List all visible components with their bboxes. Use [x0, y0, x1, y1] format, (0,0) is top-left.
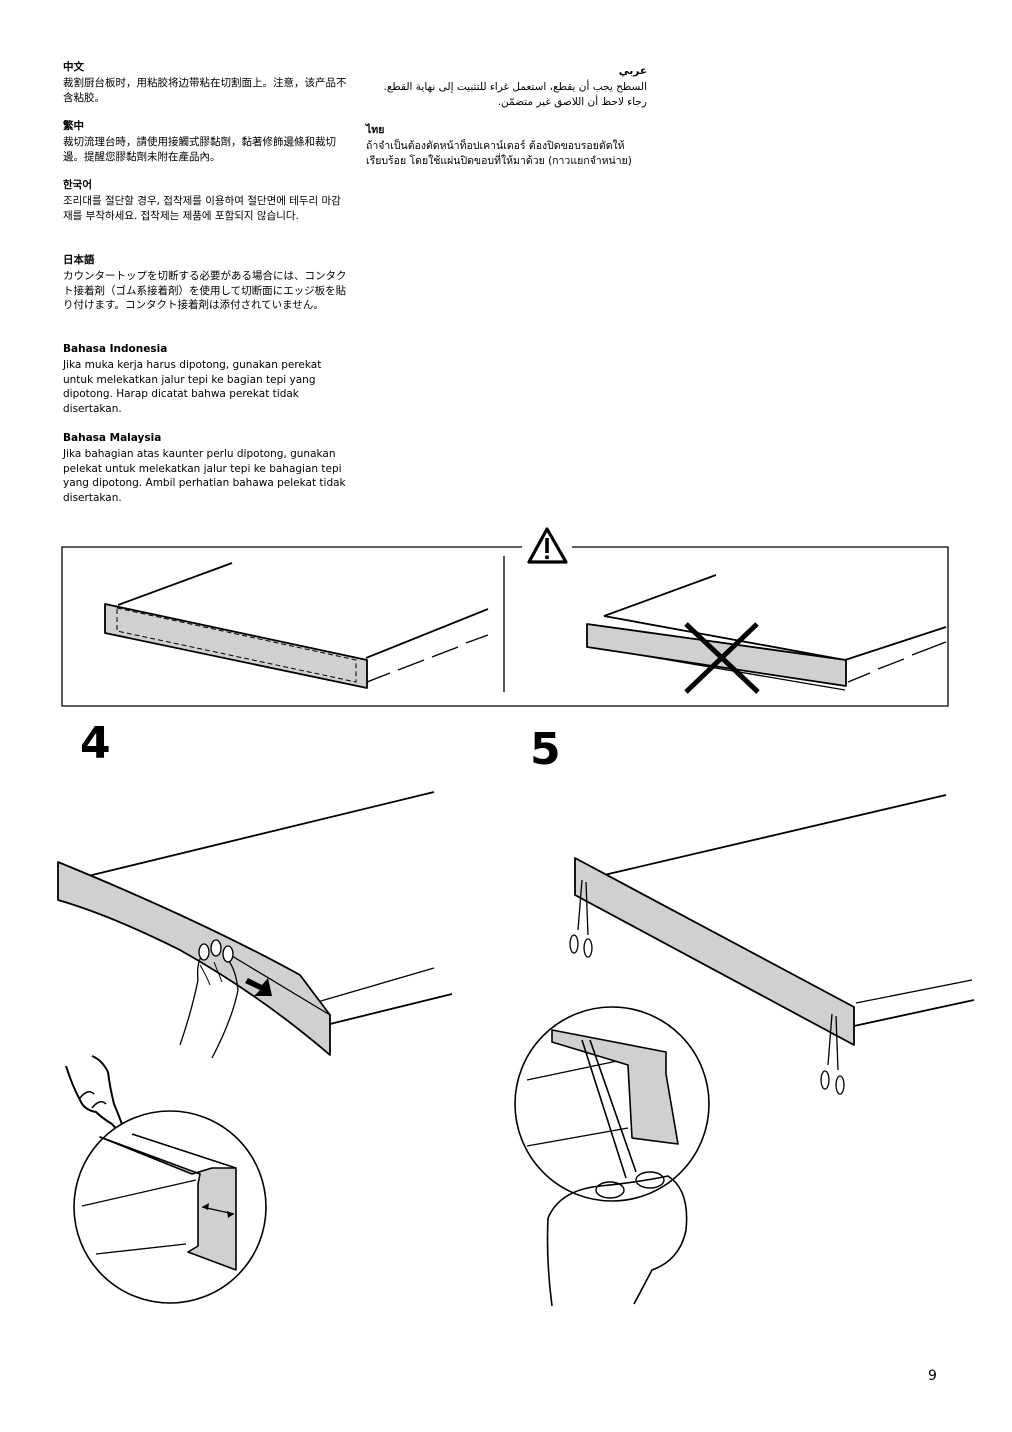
language-heading: Bahasa Indonesia [63, 343, 168, 355]
language-heading: 中文 [63, 61, 84, 73]
language-heading: Bahasa Malaysia [63, 432, 162, 444]
correct-edge-strip-illustration [104, 562, 489, 689]
step-4-illustration [57, 791, 453, 1056]
instruction-block-zh-tw: 繁中 裁切流理台時，請使用接觸式膠黏劑，黏著修飾邊條和裁切邊。提醒您膠黏劑未附在… [63, 119, 348, 164]
instruction-text: Jika bahagian atas kaunter perlu dipoton… [63, 448, 346, 504]
scissors-icon [569, 879, 593, 958]
instruction-text: 裁割厨台板时，用粘胶将边带粘在切割面上。注意，该产品不含粘胶。 [63, 77, 347, 104]
instruction-text: 裁切流理台時，請使用接觸式膠黏劑，黏著修飾邊條和裁切邊。提醒您膠黏劑未附在產品內… [63, 136, 336, 163]
press-hand-icon [65, 1055, 126, 1132]
detail-circle-step-5 [514, 1006, 710, 1307]
language-heading: عربي [618, 65, 647, 77]
scissors-icon [820, 1013, 845, 1095]
instruction-text: 조리대를 절단할 경우, 접착제를 이용하여 절단면에 테두리 마감재를 부착하… [63, 195, 341, 222]
instruction-text: ถ้าจำเป็นต้องตัดหน้าท็อปเคาน์เตอร์ ต้องป… [366, 140, 632, 167]
cross-icon [684, 622, 760, 694]
language-heading: 한국어 [63, 179, 92, 191]
step-5-illustration [574, 794, 975, 1046]
instruction-text: السطح يجب أن يقطع، استعمل غراء للتثبيت إ… [383, 81, 648, 108]
step-number-4: 4 [80, 718, 111, 769]
step-number-5: 5 [530, 724, 561, 775]
hand-icon [179, 939, 239, 1059]
language-heading: 日本語 [63, 254, 95, 266]
instruction-text: Jika muka kerja harus dipotong, gunakan … [63, 359, 322, 415]
instruction-block-ms: Bahasa Malaysia Jika bahagian atas kaunt… [63, 431, 348, 505]
detail-circle-step-4 [73, 1110, 267, 1304]
instruction-block-id: Bahasa Indonesia Jika muka kerja harus d… [63, 342, 348, 416]
instruction-block-th: ไทย ถ้าจำเป็นต้องตัดหน้าท็อปเคาน์เตอร์ ต… [366, 123, 651, 168]
instruction-block-zh-cn: 中文 裁割厨台板时，用粘胶将边带粘在切割面上。注意，该产品不含粘胶。 [63, 60, 348, 105]
instruction-text: カウンタートップを切断する必要がある場合には、コンタクト接着剤（ゴム系接着剤）を… [63, 270, 347, 311]
instruction-block-ko: 한국어 조리대를 절단할 경우, 접착제를 이용하여 절단면에 테두리 마감재를… [63, 178, 348, 223]
page-number: 9 [928, 1368, 937, 1384]
language-heading: 繁中 [63, 120, 84, 132]
language-heading: ไทย [366, 124, 385, 136]
warning-panel [61, 546, 949, 707]
instruction-block-ja: 日本語 カウンタートップを切断する必要がある場合には、コンタクト接着剤（ゴム系接… [63, 253, 348, 313]
warning-triangle-icon [527, 527, 568, 564]
incorrect-edge-strip-illustration [586, 574, 947, 691]
instruction-block-ar: عربي السطح يجب أن يقطع، استعمل غراء للتث… [362, 64, 648, 109]
